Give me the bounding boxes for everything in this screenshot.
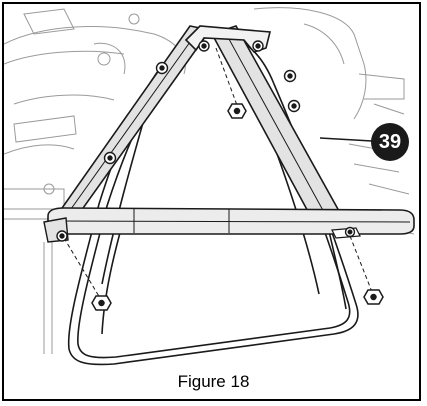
figure-caption: Figure 18 <box>177 372 250 391</box>
bolt-crossbar-left <box>56 230 68 242</box>
right-support-strut <box>210 25 346 231</box>
nut-center <box>227 103 247 119</box>
loose-nuts <box>91 103 384 311</box>
callout-leader-line <box>319 137 373 142</box>
bolt-left-upper <box>155 61 169 75</box>
bolt-heads <box>56 40 356 242</box>
nut-lower-right <box>363 289 384 305</box>
fastener-guide-lines <box>63 47 373 299</box>
bolt-top-right <box>252 40 264 52</box>
background-machine-outline <box>4 7 415 354</box>
bolt-right-upper <box>283 69 297 83</box>
callout-badge-39: 39 <box>371 123 409 161</box>
left-support-strut <box>46 25 212 233</box>
bolt-crossbar-right <box>344 226 356 238</box>
bolt-right-mid <box>287 99 301 113</box>
figure-frame: 39 Figure 18 <box>2 2 421 401</box>
bolt-left-lower <box>103 151 117 165</box>
callout-number: 39 <box>378 130 402 153</box>
bolt-top-left <box>198 40 210 52</box>
assembly-illustration <box>4 7 415 366</box>
nut-lower-left <box>91 295 112 311</box>
